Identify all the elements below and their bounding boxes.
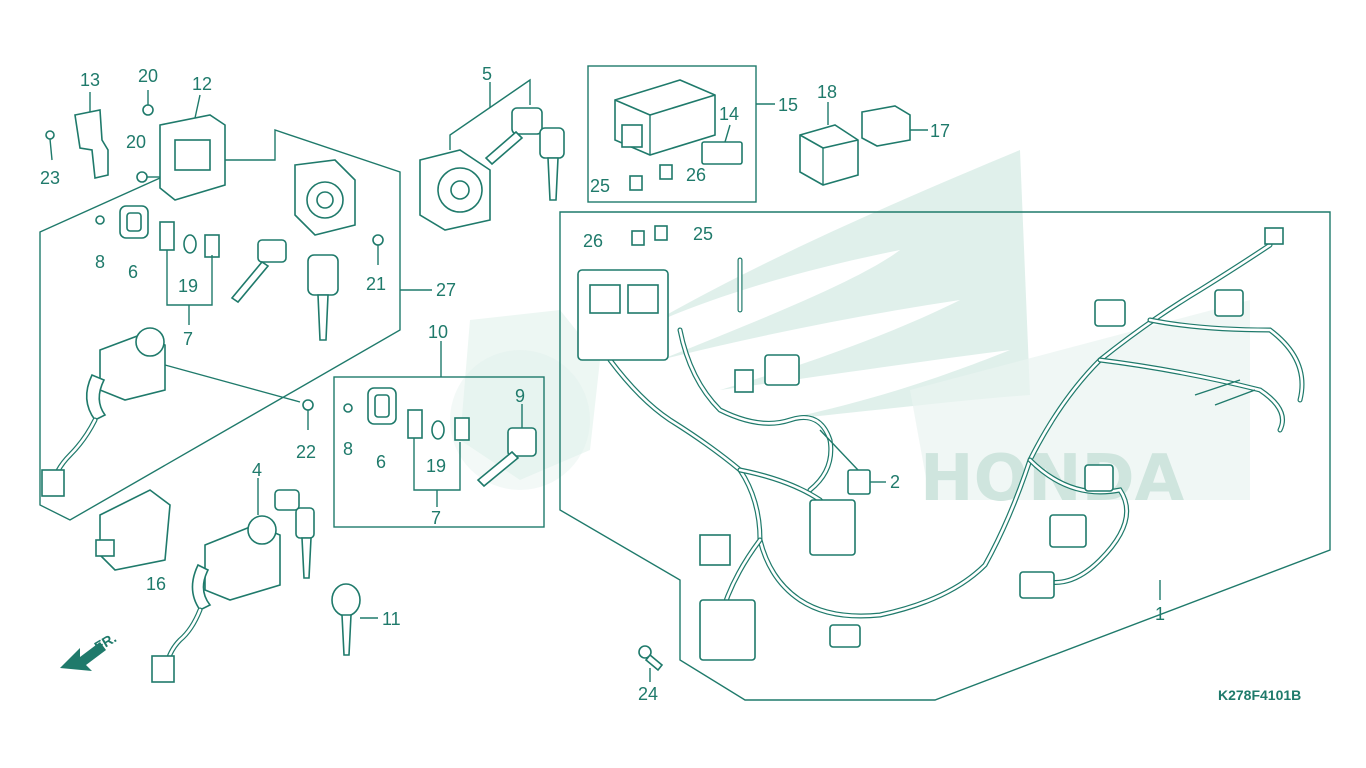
part-23-screw: [45, 130, 55, 161]
callout-17: 17: [930, 121, 950, 141]
callout-14: 14: [719, 104, 739, 124]
callout-2: 2: [890, 472, 900, 492]
callout-13: 13: [80, 70, 100, 90]
callout-23: 23: [40, 168, 60, 188]
callout-8-left: 8: [95, 252, 105, 272]
callout-25-upper: 25: [590, 176, 610, 196]
callout-26-upper: 26: [686, 165, 706, 185]
callout-5: 5: [482, 64, 492, 84]
part-17-relay: [861, 105, 928, 147]
part-25-terminal-upper: [629, 175, 643, 191]
callout-4: 4: [252, 460, 262, 480]
part-19-shutter-left: [159, 221, 220, 258]
part-2-connector: [819, 429, 886, 495]
callout-27: 27: [436, 280, 456, 300]
callout-19-right: 19: [426, 456, 446, 476]
callout-12: 12: [192, 74, 212, 94]
part-8-pin-left: [95, 215, 105, 225]
callout-6-left: 6: [128, 262, 138, 282]
key-blank-left: [230, 239, 287, 304]
part-16-lid: [95, 489, 171, 571]
part-18-relay: [799, 102, 859, 186]
part-19-shutter-right: [407, 409, 470, 441]
part-20-screw-upper: [142, 90, 154, 116]
part-4-cylinder-assembly: [151, 478, 315, 683]
callout-16: 16: [146, 574, 166, 594]
honda-wing-watermark: [450, 150, 1030, 490]
part-1-wire-harness: [577, 227, 1305, 661]
callout-22: 22: [296, 442, 316, 462]
callout-7-left: 7: [183, 329, 193, 349]
group-15-outline: [587, 65, 757, 203]
callout-7-right: 7: [431, 508, 441, 528]
callout-26-lower: 26: [583, 231, 603, 251]
callout-10: 10: [428, 322, 448, 342]
key-blank-right: [307, 254, 339, 341]
part-12-switch-housing: [159, 94, 226, 201]
part-6-seal-right: [367, 387, 397, 425]
part-seat-lock-cylinder: [41, 327, 166, 497]
part-25-terminal-lower: [654, 225, 668, 241]
part-20-screw-lower: [136, 171, 160, 183]
callout-19-left: 19: [178, 276, 198, 296]
callout-20-lower: 20: [126, 132, 146, 152]
part-24-bolt: [638, 645, 664, 682]
part-9-key: [476, 404, 537, 488]
part-22-screw: [302, 399, 314, 430]
leader-22: [164, 364, 301, 403]
part-26-terminal-lower: [631, 230, 645, 246]
callout-8-right: 8: [343, 439, 353, 459]
callout-1: 1: [1155, 604, 1165, 624]
part-14-connector: [701, 124, 743, 165]
callout-15: 15: [778, 95, 798, 115]
callout-18: 18: [817, 82, 837, 102]
callout-11: 11: [382, 609, 401, 629]
callout-21: 21: [366, 274, 386, 294]
front-direction-arrow: FR.: [60, 629, 119, 671]
part-11-key: [331, 583, 378, 656]
callout-20-upper: 20: [138, 66, 158, 86]
group-10-outline: [333, 376, 545, 528]
part-6-seal-left: [119, 205, 149, 239]
group-1-outline: [559, 211, 1331, 701]
part-21-screw: [372, 234, 384, 265]
callout-24: 24: [638, 684, 658, 704]
part-8-pin-right: [343, 403, 353, 413]
callout-25-lower: 25: [693, 224, 713, 244]
part-15-control-unit: [614, 79, 716, 156]
callout-labels: 13 20 12 20 23 8 6 19 7 21 27 22 5 10 8 …: [40, 64, 1165, 704]
part-26-terminal-upper: [659, 164, 673, 180]
callout-9: 9: [515, 386, 525, 406]
diagram-reference-code: K278F4101B: [1218, 687, 1301, 703]
part-ignition-cylinder: [294, 159, 356, 236]
part-13-bracket: [74, 92, 109, 179]
part-5-main-switch: [419, 78, 565, 231]
honda-logo-watermark: HONDA: [910, 300, 1250, 516]
callout-6-right: 6: [376, 452, 386, 472]
